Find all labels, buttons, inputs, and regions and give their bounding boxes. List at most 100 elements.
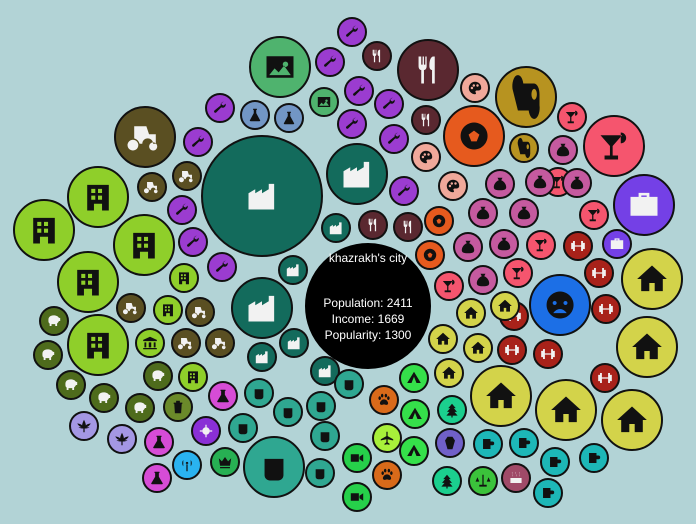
- bubble-circle[interactable]: [434, 271, 464, 301]
- bubble-housing[interactable]: [428, 324, 458, 354]
- bubble-piggy[interactable]: [33, 340, 63, 370]
- bubble-housing[interactable]: [621, 248, 683, 310]
- bubble-offices[interactable]: [178, 362, 208, 392]
- bubble-food[interactable]: [362, 41, 392, 71]
- bubble-circle[interactable]: [443, 105, 505, 167]
- bubble-retail[interactable]: [453, 232, 483, 262]
- bubble-industry[interactable]: [310, 356, 340, 386]
- bubble-bars[interactable]: [526, 230, 556, 260]
- bubble-piggy[interactable]: [39, 306, 69, 336]
- bubble-mood[interactable]: [529, 274, 591, 336]
- bubble-circle[interactable]: [411, 105, 441, 135]
- bubble-industry[interactable]: [247, 342, 277, 372]
- bubble-business[interactable]: [602, 229, 632, 259]
- bubble-video[interactable]: [342, 482, 372, 512]
- bubble-tools[interactable]: [207, 252, 237, 282]
- bubble-labor[interactable]: [310, 421, 340, 451]
- bubble-piggy[interactable]: [56, 370, 86, 400]
- bubble-paper[interactable]: [495, 66, 557, 128]
- bubble-tools[interactable]: [374, 89, 404, 119]
- bubble-food[interactable]: [358, 210, 388, 240]
- bubble-sports[interactable]: [424, 206, 454, 236]
- bubble-housing[interactable]: [616, 316, 678, 378]
- city-center-circle[interactable]: [305, 243, 431, 369]
- bubble-circle[interactable]: [583, 115, 645, 177]
- bubble-industry[interactable]: [231, 277, 293, 339]
- bubble-tools[interactable]: [205, 93, 235, 123]
- bubble-food[interactable]: [393, 212, 423, 242]
- bubble-lab[interactable]: [274, 103, 304, 133]
- bubble-camping[interactable]: [400, 399, 430, 429]
- bubble-circle[interactable]: [400, 399, 430, 429]
- bubble-camping[interactable]: [399, 436, 429, 466]
- bubble-piggy[interactable]: [143, 361, 173, 391]
- bubble-tools[interactable]: [167, 195, 197, 225]
- bubble-tools[interactable]: [178, 227, 208, 257]
- bubble-gyms[interactable]: [590, 363, 620, 393]
- bubble-offices[interactable]: [113, 214, 175, 276]
- bubble-offices[interactable]: [57, 251, 119, 313]
- bubble-labor[interactable]: [305, 458, 335, 488]
- bubble-parks[interactable]: [432, 466, 462, 496]
- bubble-art[interactable]: [249, 36, 311, 98]
- bubble-bars[interactable]: [579, 200, 609, 230]
- bubble-offices[interactable]: [169, 263, 199, 293]
- bubble-retail[interactable]: [548, 135, 578, 165]
- bubble-retail[interactable]: [489, 229, 519, 259]
- bubble-palette[interactable]: [438, 171, 468, 201]
- bubble-retail[interactable]: [468, 265, 498, 295]
- bubble-crown[interactable]: [210, 447, 240, 477]
- bubble-waste[interactable]: [163, 392, 193, 422]
- bubble-labor[interactable]: [273, 397, 303, 427]
- bubble-cafe[interactable]: [473, 429, 503, 459]
- bubble-housing[interactable]: [535, 379, 597, 441]
- bubble-labor[interactable]: [306, 391, 336, 421]
- bubble-cannabis[interactable]: [69, 411, 99, 441]
- bubble-industry[interactable]: [278, 255, 308, 285]
- bubble-circle[interactable]: [399, 436, 429, 466]
- bubble-circle[interactable]: [399, 363, 429, 393]
- bubble-circle[interactable]: [557, 102, 587, 132]
- bubble-circle[interactable]: [358, 210, 388, 240]
- bubble-camping[interactable]: [399, 363, 429, 393]
- bubble-travel[interactable]: [372, 423, 402, 453]
- bubble-pets[interactable]: [369, 385, 399, 415]
- bubble-sports[interactable]: [415, 240, 445, 270]
- bubble-gyms[interactable]: [591, 294, 621, 324]
- bubble-bars[interactable]: [434, 271, 464, 301]
- bubble-offices[interactable]: [153, 295, 183, 325]
- bubble-cafe[interactable]: [533, 478, 563, 508]
- bubble-circle[interactable]: [397, 39, 459, 101]
- city-center-bubble[interactable]: khazrakh's city Population: 2411 Income:…: [305, 243, 431, 369]
- bubble-labor[interactable]: [243, 436, 305, 498]
- bubble-lab[interactable]: [240, 100, 270, 130]
- bubble-retail[interactable]: [509, 198, 539, 228]
- bubble-tools[interactable]: [389, 176, 419, 206]
- bubble-art[interactable]: [309, 87, 339, 117]
- bubble-video[interactable]: [342, 443, 372, 473]
- bubble-chem[interactable]: [142, 463, 172, 493]
- bubble-palette[interactable]: [411, 142, 441, 172]
- bubble-offices[interactable]: [67, 166, 129, 228]
- bubble-chem[interactable]: [144, 427, 174, 457]
- bubble-parks[interactable]: [437, 395, 467, 425]
- bubble-sauna[interactable]: [501, 463, 531, 493]
- bubble-farm[interactable]: [205, 328, 235, 358]
- bubble-law[interactable]: [468, 466, 498, 496]
- bubble-farm[interactable]: [172, 161, 202, 191]
- bubble-housing[interactable]: [456, 298, 486, 328]
- bubble-housing[interactable]: [470, 365, 532, 427]
- bubble-circle[interactable]: [393, 212, 423, 242]
- bubble-food[interactable]: [397, 39, 459, 101]
- bubble-labor[interactable]: [244, 378, 274, 408]
- bubble-offices[interactable]: [67, 314, 129, 376]
- bubble-paper[interactable]: [509, 133, 539, 163]
- bubble-business[interactable]: [613, 174, 675, 236]
- bubble-circle[interactable]: [362, 41, 392, 71]
- bubble-industry[interactable]: [279, 328, 309, 358]
- bubble-piggy[interactable]: [125, 393, 155, 423]
- bubble-cannabis[interactable]: [107, 424, 137, 454]
- bubble-retail[interactable]: [468, 198, 498, 228]
- bubble-tools[interactable]: [379, 124, 409, 154]
- bubble-tools[interactable]: [337, 17, 367, 47]
